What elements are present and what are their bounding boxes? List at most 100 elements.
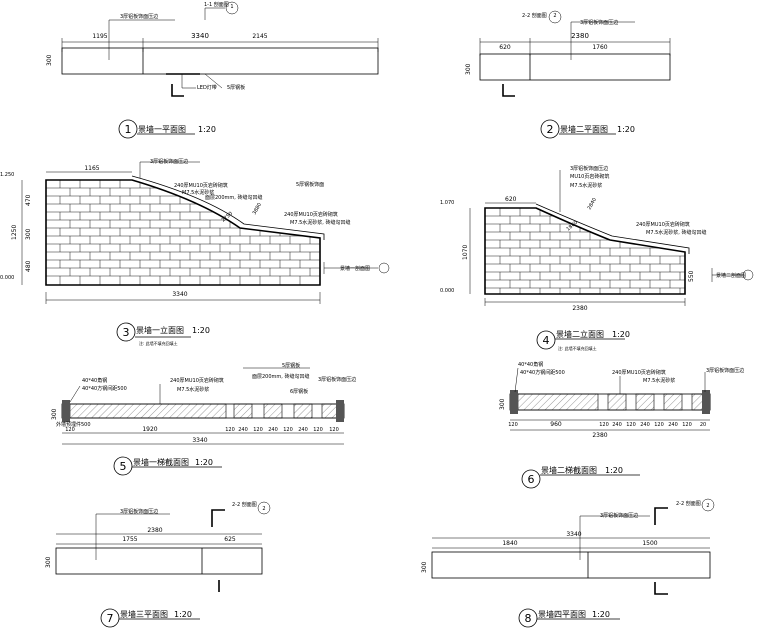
- drawing-title: 景墙二平面图: [560, 124, 608, 134]
- pier: [635, 393, 655, 411]
- drawing-title: 景墙二梯截面图: [541, 465, 597, 475]
- wall-elevation-outline: [484, 207, 686, 295]
- drawing-scale: 1:20: [605, 466, 623, 475]
- note-steel: 5厚钢板: [227, 84, 245, 91]
- section-num: 2: [262, 506, 265, 512]
- section-circle: [257, 501, 271, 515]
- brick-hatch: [69, 403, 227, 419]
- pier: [233, 403, 253, 419]
- dim-top: 620: [505, 196, 517, 203]
- note-cap: 3厚铝板饰面压边: [120, 508, 158, 515]
- note-cap: 3厚铝板饰面压边: [580, 19, 618, 26]
- cap-profile: [535, 203, 690, 254]
- section-mark: 2-2 剖面图: [232, 501, 257, 508]
- drawing-scale: 1:20: [174, 610, 192, 619]
- note4: 240厚MU10页岩砖砌筑: [636, 221, 690, 228]
- note-led: LED灯带: [197, 84, 217, 91]
- drawing-scale: 1:20: [192, 326, 210, 335]
- dim-r1: 2840: [587, 197, 599, 211]
- dim-b: 1500: [642, 540, 657, 547]
- note-f: 面层200mm, 砖缝勾凹缝: [252, 373, 309, 380]
- section-cut-symbol: [654, 507, 668, 525]
- dim-h: 300: [499, 398, 506, 410]
- note-e: 5厚钢板: [282, 362, 300, 369]
- dim-b: 2145: [252, 33, 267, 40]
- dim-seg-2: 1920: [142, 426, 157, 433]
- pier: [263, 403, 283, 419]
- dim-total: 3340: [191, 32, 209, 40]
- drawing-number-circle: [521, 469, 541, 489]
- dim-seg-5: 120: [626, 422, 636, 428]
- drawing-scale: 1:20: [195, 458, 213, 467]
- leader: [204, 73, 223, 89]
- drawing-number-circle: [518, 608, 538, 628]
- section-cut-symbol: [211, 509, 225, 527]
- note2: MU10页岩砖砌筑: [570, 173, 609, 180]
- brick-hatch: [517, 393, 599, 411]
- drawing-title: 景墙二立面图: [556, 329, 604, 339]
- dim-seg-1: 120: [65, 427, 75, 433]
- dim-seg-9: 120: [682, 422, 692, 428]
- dim-total: 2380: [147, 527, 162, 534]
- dim-v1: 470: [25, 194, 32, 206]
- cap-profile: [131, 175, 325, 240]
- level-top: 1.070: [440, 200, 454, 206]
- section-num: 2: [553, 13, 556, 19]
- dim-h: 300: [51, 408, 58, 420]
- note-b: 40*40方钢间距500: [82, 385, 127, 392]
- dim-b: 625: [224, 536, 236, 543]
- section-circle: [701, 498, 715, 512]
- dim-v: 1070: [462, 245, 469, 260]
- note-c: 240厚MU10页岩砖砌筑: [612, 369, 666, 376]
- elevation-wall-2: 620 2380 1070 550 1.070 0.000 2840 1860 …: [440, 165, 754, 351]
- dim-seg-5: 120: [253, 427, 263, 433]
- dim-h: 300: [45, 556, 52, 568]
- note-cap: 3厚铝板饰面压边: [120, 13, 158, 20]
- drawing-number-circle: [100, 608, 120, 628]
- section-circle: [742, 269, 754, 281]
- note5: M7.5水泥砂浆, 砖缝勾凹缝: [646, 229, 706, 236]
- wall-plan-outline: [61, 47, 379, 75]
- drawing-number: 6: [528, 473, 535, 486]
- leader: [514, 367, 519, 393]
- drawing-number: 8: [525, 612, 532, 625]
- drawing-title: 景墙三平面图: [120, 609, 168, 619]
- section-circle: [548, 10, 562, 24]
- dim-seg-7: 120: [283, 427, 293, 433]
- wall-plan-outline: [55, 547, 263, 575]
- note1: 3厚铝板饰面压边: [150, 158, 188, 165]
- wall-plan-outline: [479, 53, 671, 81]
- note1: 3厚铝板饰面压边: [570, 165, 608, 172]
- level-bot: 0.000: [0, 275, 14, 281]
- dim-a: 1840: [502, 540, 517, 547]
- dim-seg-10: 120: [329, 427, 339, 433]
- note3: M7.5水泥砂浆: [570, 182, 602, 189]
- dim-total: 3340: [192, 437, 207, 444]
- note4: 5厚钢板饰面: [296, 181, 324, 188]
- section-plan-wall-2: 300 120 960 120 240 120 240 120 240 120 …: [499, 361, 744, 489]
- dim-b: 1760: [592, 44, 607, 51]
- dim-seg-4: 240: [238, 427, 248, 433]
- plan-wall-3: 2380 1755 625 300 3厚铝板饰面压边 2-2 剖面图 2 7 景…: [45, 501, 271, 628]
- drawing-title: 景墙一梯截面图: [133, 457, 189, 467]
- plan-wall-4: 3340 1840 1500 300 3厚铝板饰面压边 2-2 剖面图 2 8 …: [421, 498, 715, 628]
- note-h: 3厚铝板饰面压边: [318, 376, 356, 383]
- dim-seg-8: 240: [668, 422, 678, 428]
- dim-seg-9: 120: [313, 427, 323, 433]
- note-b: 40*40方钢间距500: [520, 369, 565, 376]
- section-cut-symbol: [502, 84, 515, 97]
- dim-total: 3340: [172, 291, 187, 298]
- dim-a: 1195: [92, 33, 107, 40]
- dim-seg-6: 240: [268, 427, 278, 433]
- dim-h: 300: [421, 561, 428, 573]
- dim-v3: 480: [25, 260, 32, 272]
- section-circle: [225, 1, 239, 15]
- section-plan-wall-1: 300 120 1920 120 240 120 240 120 240 120…: [51, 362, 356, 476]
- drawing-number-circle: [116, 322, 136, 342]
- dim-seg-1: 120: [508, 422, 518, 428]
- dim-seg-10: 20: [700, 422, 706, 428]
- drawing-number: 1: [125, 123, 132, 136]
- dim-v2: 300: [25, 228, 32, 240]
- dim-v2: 550: [688, 270, 695, 282]
